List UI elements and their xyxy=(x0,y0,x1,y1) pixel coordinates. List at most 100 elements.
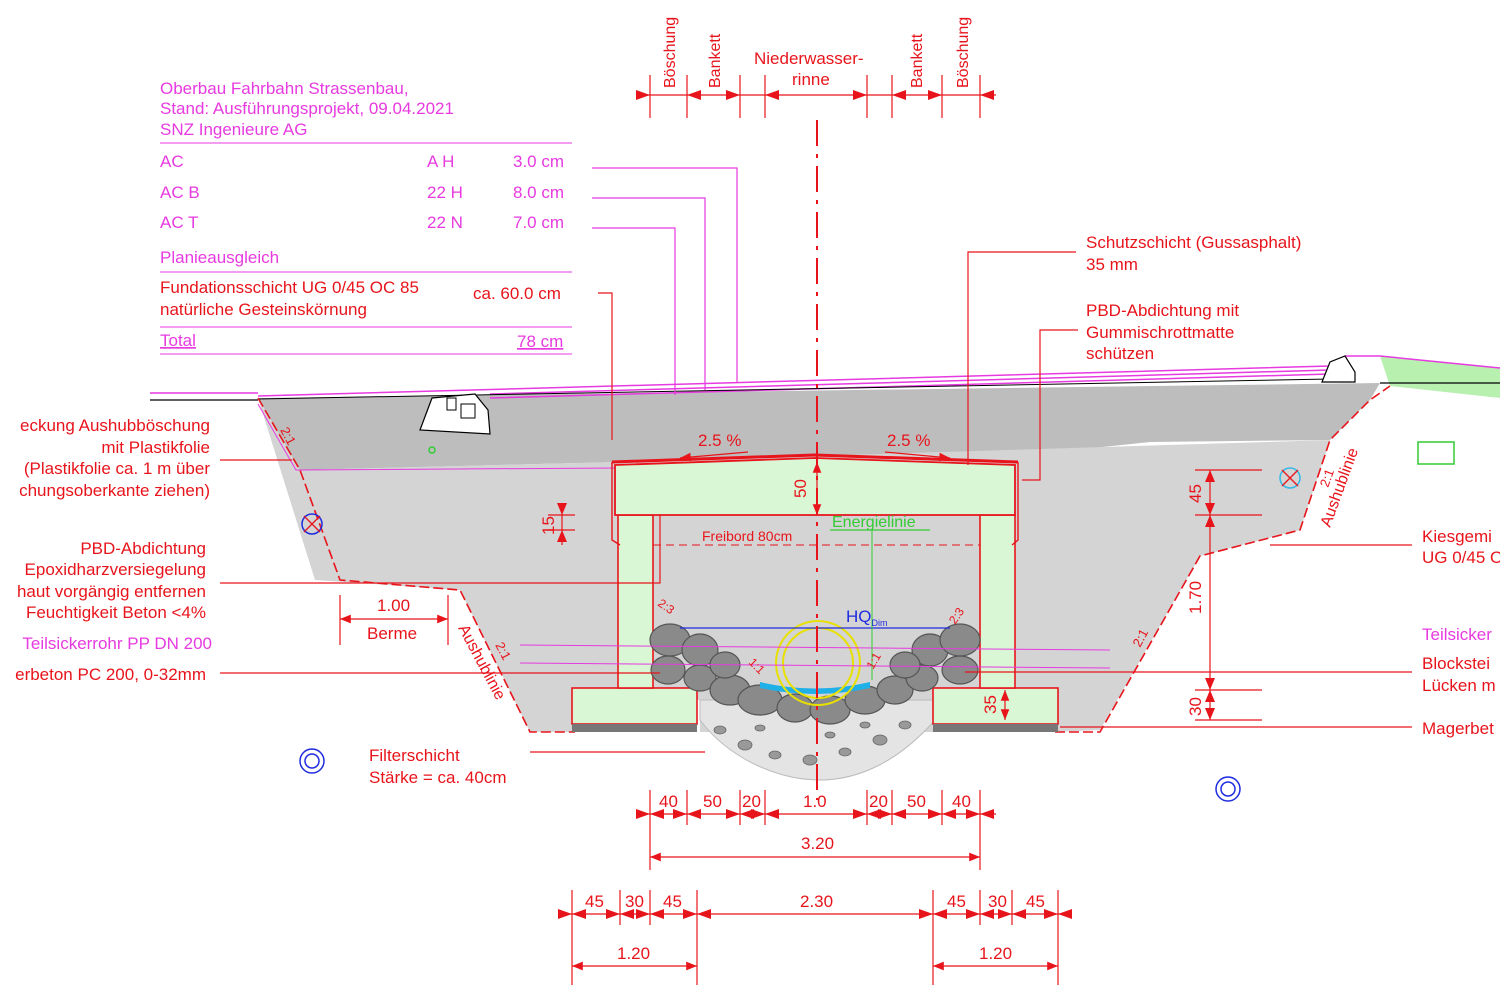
label-bankett-right: Bankett xyxy=(909,33,926,88)
cover-foil-line xyxy=(257,403,621,471)
table-row-name: AC xyxy=(160,152,184,171)
right-notes: Schutzschicht (Gussasphalt) 35 mm PBD-Ab… xyxy=(965,233,1500,738)
table-row-type: A H xyxy=(427,152,454,171)
note-kies-2: UG 0/45 O xyxy=(1422,548,1500,567)
note-mager: Magerbet xyxy=(1422,719,1494,738)
dim-sub-left: 1.20 xyxy=(617,944,650,963)
note-pbd-left-3: haut vorgängig entfernen xyxy=(17,582,206,601)
dim-row1-10: 1.0 xyxy=(803,792,827,811)
road-black-line xyxy=(257,378,1331,400)
marker-cross-icon xyxy=(301,513,323,535)
table-row-thickness: 7.0 cm xyxy=(513,213,564,232)
dim-right-30: 30 xyxy=(1186,697,1205,716)
note-pbd-left-2: Epoxidharzversiegelung xyxy=(25,560,206,579)
filter-gravel-stones xyxy=(713,720,912,766)
label-niederwasser-2: rinne xyxy=(792,70,830,89)
dim-sub-right: 1.20 xyxy=(979,944,1012,963)
terrain-line xyxy=(150,382,1500,401)
berme-value: 1.00 xyxy=(377,596,410,615)
table-row-type: 22 N xyxy=(427,213,463,232)
dim-right-170: 1.70 xyxy=(1186,581,1205,614)
slope-right: 2.5 % xyxy=(887,431,930,450)
dim-left-15: 15 xyxy=(539,516,558,535)
note-pbd-2: Gummischrottmatte xyxy=(1086,323,1234,342)
ratio-right-top: 2:1 xyxy=(1317,467,1337,489)
table-foundation-1: Fundationsschicht UG 0/45 OC 85 xyxy=(160,278,419,297)
drain-line-1 xyxy=(519,644,1111,651)
label-bankett-left: Bankett xyxy=(707,33,724,88)
ratio-right-bottom: 2:1 xyxy=(1129,626,1151,649)
label-niederwasser-1: Niederwasser- xyxy=(754,49,864,68)
label-boeschung-left: Böschung xyxy=(662,17,679,88)
hq-sub: Dim xyxy=(872,618,888,628)
energielinie-label: Energielinie xyxy=(832,514,916,531)
note-pbd-left-1: PBD-Abdichtung xyxy=(80,539,206,558)
rectangle-marker-icon xyxy=(1417,441,1455,465)
dim-row2-30a: 30 xyxy=(625,892,644,911)
curb-right xyxy=(1321,355,1356,383)
slope-left: 2.5 % xyxy=(698,431,741,450)
table-total-label: Total xyxy=(160,331,196,350)
note-schutz-2: 35 mm xyxy=(1086,255,1138,274)
riprap-blocks xyxy=(649,623,981,725)
note-pbd-left-4: Feuchtigkeit Beton <4% xyxy=(26,603,206,622)
excavation-fill xyxy=(258,356,1500,732)
ratio-left-bottom: 2:1 xyxy=(492,639,514,662)
note-teilsicker-left: Teilsickerrohr PP DN 200 xyxy=(22,634,212,653)
note-kies-1: Kiesgemi xyxy=(1422,527,1492,546)
table-row-name: AC T xyxy=(160,213,198,232)
table-row-type: 22 H xyxy=(427,183,463,202)
filter-label-1: Filterschicht xyxy=(369,746,460,765)
note-abdeckung-2: mit Plastikfolie xyxy=(101,438,210,457)
table-row-name: AC B xyxy=(160,183,200,202)
vertical-dim-arrows xyxy=(557,470,1215,720)
double-circle-icon xyxy=(1215,776,1241,802)
dim-row1-40a: 40 xyxy=(659,792,678,811)
note-mager-left: erbeton PC 200, 0-32mm xyxy=(15,665,206,684)
drain-line-2 xyxy=(519,662,1111,669)
survey-markers xyxy=(299,441,1455,802)
note-teilsicker: Teilsicker xyxy=(1422,625,1492,644)
dim-total-320: 3.20 xyxy=(801,834,834,853)
berme-label: Berme xyxy=(367,624,417,643)
dim-slab: 50 xyxy=(791,479,810,498)
point-icon xyxy=(428,446,436,454)
table-row-thickness: 8.0 cm xyxy=(513,183,564,202)
dim-row2-230: 2.30 xyxy=(800,892,833,911)
curb-left xyxy=(419,393,491,435)
top-dimension-arrows xyxy=(636,90,994,100)
label-boeschung-right: Böschung xyxy=(955,17,972,88)
ratio-left-top: 2:1 xyxy=(277,424,299,447)
dim-right-45: 45 xyxy=(1186,484,1205,503)
dim-row1-50a: 50 xyxy=(703,792,722,811)
dim-row2-45d: 45 xyxy=(1026,892,1045,911)
table-header-2: Stand: Ausführungsprojekt, 09.04.2021 xyxy=(160,99,454,118)
left-notes: eckung Aushubböschung mit Plastikfolie (… xyxy=(15,416,661,684)
excavation-line xyxy=(257,385,1391,733)
dim-row1-40b: 40 xyxy=(952,792,971,811)
table-header-1: Oberbau Fahrbahn Strassenbau, xyxy=(160,79,409,98)
table-foundation-2: natürliche Gesteinskörnung xyxy=(160,300,367,319)
freibord-label: Freibord 80cm xyxy=(702,528,792,544)
dim-row2-45c: 45 xyxy=(947,892,966,911)
table-row-thickness: 3.0 cm xyxy=(513,152,564,171)
dim-row2-45b: 45 xyxy=(663,892,682,911)
hq-main: HQ xyxy=(846,607,872,626)
layer-leaders xyxy=(592,167,738,440)
note-pbd-3: schützen xyxy=(1086,344,1154,363)
note-abdeckung-4: chungsoberkante ziehen) xyxy=(19,481,210,500)
note-abdeckung-1: eckung Aushubböschung xyxy=(20,416,210,435)
culvert-frame xyxy=(571,453,1059,781)
table-header-3: SNZ Ingenieure AG xyxy=(160,120,307,139)
dim-row1-20a: 20 xyxy=(742,792,761,811)
note-blockstein-1: Blockstei xyxy=(1422,654,1490,673)
hq-label: HQDim xyxy=(846,607,888,628)
dim-footing-35: 35 xyxy=(981,695,1000,714)
bottom-dim-ticks xyxy=(558,809,1072,919)
note-abdeckung-3: (Plastikfolie ca. 1 m über xyxy=(24,459,210,478)
note-schutz-1: Schutzschicht (Gussasphalt) xyxy=(1086,233,1301,252)
filter-label-2: Stärke = ca. 40cm xyxy=(369,768,506,787)
note-blockstein-2: Lücken m xyxy=(1422,676,1496,695)
dim-row2-45a: 45 xyxy=(585,892,604,911)
dim-row2-30b: 30 xyxy=(988,892,1007,911)
